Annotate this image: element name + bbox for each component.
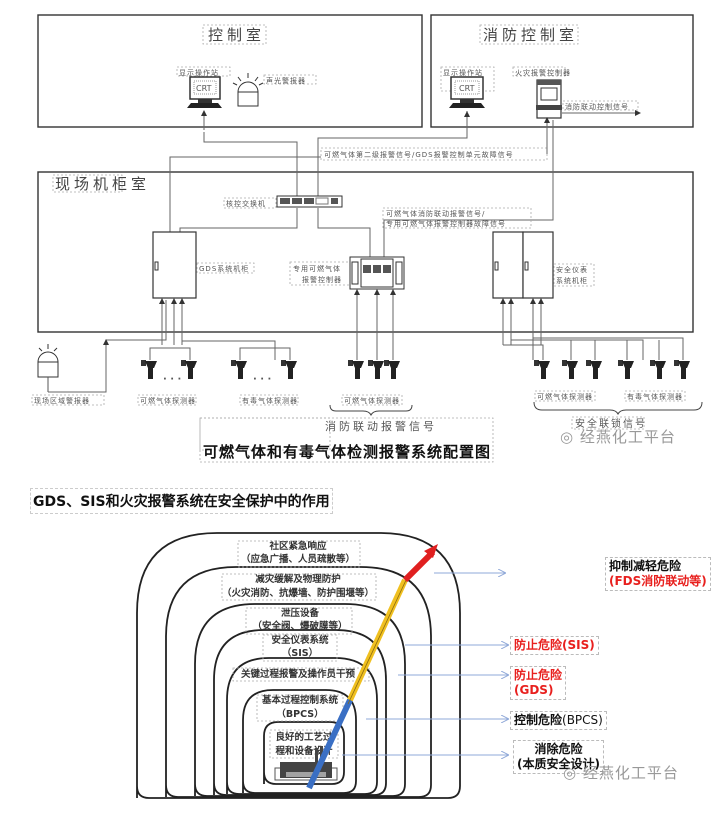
layer-label-6-line1: 基本过程控制系统 <box>261 694 339 706</box>
svg-text:CRT: CRT <box>196 84 212 93</box>
alarm-beacon-icon <box>232 73 264 107</box>
dedicated-controller-label-2: 报警控制器 <box>302 275 342 284</box>
sis-cabinet: 安全仪表 系统机柜 <box>492 231 595 299</box>
layer-label-1-line1: 社区紧急响应 <box>268 540 327 552</box>
combustible-detector-label-1: 可燃气体探测器 <box>140 396 196 405</box>
layer-label-7-line1: 良好的工艺过 <box>275 731 333 743</box>
fire-display-station-label: 显示操作站 <box>443 68 483 77</box>
wechat-icon: ◎ <box>563 764 583 782</box>
protection-layer-5 <box>226 657 378 795</box>
wechat-icon: ◎ <box>560 428 580 446</box>
gas-detector-icon <box>534 360 550 379</box>
layer-label-3-line2: （安全阀、爆破膜等） <box>252 620 347 632</box>
gas-detector-icon <box>231 360 247 379</box>
factory-icon <box>274 746 338 781</box>
layer-label-6-line2: （BPCS） <box>276 708 323 720</box>
fire-linkage-alarm-signal-label-2: 专用可燃气体报警控制器故障信号 <box>386 219 506 228</box>
protection-layer-6 <box>242 689 357 794</box>
gas-detector-icon <box>281 360 297 379</box>
toxic-detector-label-1: 有毒气体探测器 <box>242 396 298 405</box>
outcome-prevent-gds: 防止危险 (GDS) <box>510 666 567 700</box>
outcome-eliminate: 消除危险 (本质安全设计) <box>513 740 604 774</box>
ellipsis-2: · · · <box>253 374 271 385</box>
outcome-control: 控制危险(BPCS) <box>510 711 607 730</box>
area-alarm-label: 现场区域警报器 <box>34 396 90 405</box>
fire-alarm-controller-icon <box>536 79 562 119</box>
protection-layer-2 <box>165 566 432 798</box>
gas-detector-icon <box>348 360 364 379</box>
brace-fire-linkage <box>329 404 413 417</box>
fire-crt-monitor-icon: CRT <box>449 76 485 108</box>
svg-text:CRT: CRT <box>459 84 475 93</box>
watermark-1: ◎ 经燕化工平台 <box>560 428 676 446</box>
gas-detector-icon <box>674 360 690 379</box>
gas-detector-icon <box>181 360 197 379</box>
fire-linkage-alarm-signal-label-1: 可燃气体消防联动报警信号/ <box>386 209 485 218</box>
diagram1-title: 可燃气体和有毒气体检测报警系统配置图 <box>203 443 492 461</box>
safety-interlock-signal-label: 安全联锁信号 <box>575 417 647 430</box>
gas-detector-icon <box>368 360 384 379</box>
sis-cabinet-label-2: 系统机柜 <box>556 276 588 285</box>
brace-safety-interlock <box>533 401 703 416</box>
display-station-label: 显示操作站 <box>179 68 219 77</box>
protection-layer-1 <box>136 532 461 799</box>
fire-control-room: 消防控制室 显示操作站 CRT 火灾报警控制器 消防联动控制信号 <box>430 14 694 128</box>
gas-detector-icon <box>562 360 578 379</box>
watermark-2: ◎ 经燕化工平台 <box>563 764 679 782</box>
bpcs-arrow <box>306 698 353 790</box>
protection-layers: 社区紧急响应（应急广播、人员疏散等） 减灾缓解及物理防护 （火灾消防、抗爆墙、防护围… <box>136 532 461 799</box>
gds-cabinet-label: GDS系统机柜 <box>199 264 249 273</box>
gas-detector-icon <box>384 360 400 379</box>
fire-linkage-signal-label: 消防联动报警信号 <box>325 419 437 433</box>
layer-label-7-line2: 程和设备设计 <box>275 745 333 757</box>
layer-label-4-line2: （SIS） <box>282 647 318 659</box>
gas-detector-icon <box>141 360 157 379</box>
dedicated-gas-controller: 专用可燃气体 报警控制器 <box>289 256 405 290</box>
level2-alarm-signal-label: 可燃气体第二级报警信号/GDS报警控制单元故障信号 <box>324 150 514 159</box>
fire-alarm-controller-label: 火灾报警控制器 <box>515 68 571 77</box>
layer-label-2-line1: 减灾缓解及物理防护 <box>255 573 341 585</box>
gas-detectors <box>141 360 690 379</box>
network-switch-icon <box>276 195 343 208</box>
crt-monitor-icon: CRT <box>187 76 222 108</box>
field-cabinet-room-title: 现场机柜室 <box>55 175 150 193</box>
sis-cabinet-label-1: 安全仪表 <box>556 265 588 274</box>
combustible-detector-label-2: 可燃气体探测器 <box>344 396 400 405</box>
outcome-mitigate: 抑制减轻危险 (FDS消防联动等) <box>605 557 711 591</box>
ellipsis-1: · · · <box>163 374 181 385</box>
gas-detector-icon <box>586 360 602 379</box>
protection-layer-3 <box>194 603 406 797</box>
field-cabinet-room: 现场机柜室 <box>37 171 694 333</box>
fds-arrow <box>402 549 436 583</box>
layer-label-4-line1: 安全仪表系统 <box>271 634 329 646</box>
gas-detector-icon <box>618 360 634 379</box>
diagram2-title: GDS、SIS和火灾报警系统在安全保护中的作用 <box>30 488 333 514</box>
layer-label-1-line2: （应急广播、人员疏散等） <box>241 553 355 565</box>
control-room: 控制室 显示操作站 CRT 声光警报器 <box>37 14 423 128</box>
layer-label-3-line1: 泄压设备 <box>281 607 320 619</box>
gds-cabinet: GDS系统机柜 <box>152 231 255 299</box>
area-alarm-beacon-icon <box>37 344 59 392</box>
wires: 可燃气体第二级报警信号/GDS报警控制单元故障信号 核控交换机 可燃气体消防联动… <box>169 110 554 260</box>
outcome-prevent-sis: 防止危险(SIS) <box>510 636 599 655</box>
dedicated-controller-label-1: 专用可燃气体 <box>293 264 341 273</box>
gas-detector-icon <box>650 360 666 379</box>
fire-control-room-title: 消防控制室 <box>483 26 578 44</box>
layer-label-5-line1: 关键过程报警及操作员干预 <box>241 668 356 680</box>
toxic-detector-label-2: 有毒气体探测器 <box>627 392 683 401</box>
protection-layer-4 <box>213 629 387 796</box>
switch-label: 核控交换机 <box>226 199 266 208</box>
control-room-title: 控制室 <box>208 26 265 44</box>
combustible-detector-label-3: 可燃气体探测器 <box>537 392 593 401</box>
layer-label-2-line2: （火灾消防、抗爆墙、防护围堰等） <box>222 587 374 599</box>
audible-visual-alarm-label: 声光警报器 <box>266 76 306 85</box>
fire-linkage-control-signal-label: 消防联动控制信号 <box>565 102 629 111</box>
